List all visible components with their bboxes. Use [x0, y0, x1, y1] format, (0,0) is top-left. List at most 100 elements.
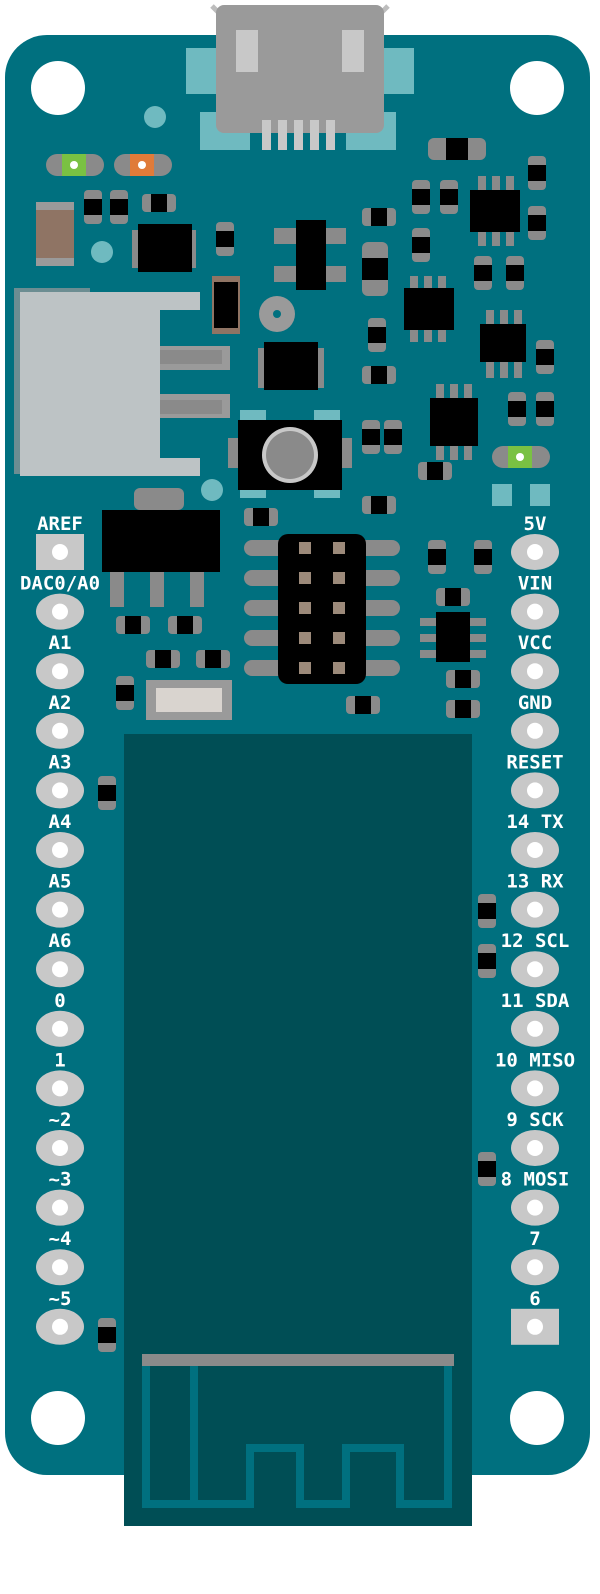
pin-reset: RESET — [506, 751, 564, 809]
pin-label: 14 TX — [506, 811, 564, 833]
antenna-trace — [142, 1366, 452, 1508]
pin-a3: A3 — [36, 751, 84, 809]
pin-0: 0 — [36, 990, 84, 1047]
pin-hole — [52, 1259, 68, 1276]
pin-hole — [527, 603, 543, 620]
pin-label: ~3 — [49, 1169, 72, 1191]
pin-label: A3 — [49, 751, 72, 773]
pin-hole — [52, 782, 68, 799]
pin-a1: A1 — [36, 632, 84, 690]
pin-label: 7 — [529, 1228, 540, 1250]
ic-chips — [132, 176, 526, 662]
pin-hole — [527, 722, 543, 739]
pin-hole — [52, 842, 68, 858]
pin-3: ~3 — [36, 1169, 84, 1226]
pin-label: A5 — [49, 871, 72, 893]
pin-label: A6 — [49, 930, 72, 952]
pin-a4: A4 — [36, 811, 84, 868]
pin-hole — [527, 1080, 543, 1097]
pin-dac0-a0: DAC0/A0 — [20, 573, 100, 630]
pin-label: 9 SCK — [506, 1109, 564, 1131]
pin-label: ~2 — [49, 1109, 72, 1131]
pin-label: RESET — [506, 751, 563, 773]
pin-hole — [527, 663, 543, 680]
pin-hole — [52, 603, 68, 620]
usb-port — [186, 5, 414, 150]
pin-12-scl: 12 SCL — [501, 930, 570, 988]
pin-10-miso: 10 MISO — [495, 1049, 575, 1107]
pin-14-tx: 14 TX — [506, 811, 564, 868]
pin-label: 1 — [54, 1049, 65, 1071]
pin-label: AREF — [37, 513, 83, 535]
pin-label: ~4 — [49, 1228, 72, 1250]
pin-hole — [527, 842, 543, 858]
small-connector — [146, 680, 232, 720]
pin-a5: A5 — [36, 871, 84, 928]
pin-hole — [52, 1140, 68, 1156]
pin-6: 6 — [511, 1288, 559, 1345]
pin-label: 0 — [54, 990, 65, 1012]
pin-hole — [527, 1199, 543, 1216]
voltage-regulator — [102, 488, 220, 607]
reset-button — [228, 410, 352, 498]
pin-hole — [52, 663, 68, 680]
pin-hole — [527, 544, 543, 560]
pin-8-mosi: 8 MOSI — [501, 1169, 570, 1226]
led-orange — [114, 154, 172, 176]
pin-hole — [52, 544, 68, 560]
pin-hole — [527, 901, 543, 918]
pin-label: 6 — [529, 1288, 540, 1310]
capacitor — [36, 202, 74, 266]
pin-label: 11 SDA — [501, 990, 570, 1012]
pin-a2: A2 — [36, 692, 84, 749]
pin-hole — [52, 901, 68, 918]
pin-hole — [52, 961, 68, 978]
pin-hole — [527, 782, 543, 799]
pin-9-sck: 9 SCK — [506, 1109, 564, 1166]
led-green-power — [46, 154, 104, 176]
smd-components — [84, 138, 554, 1352]
right-pin-header: 5V VIN VCC GND RESET 14 TX 13 RX 12 SCL 11 SDA 10… — [495, 513, 575, 1345]
pin-label: 12 SCL — [501, 930, 570, 952]
pin-label: DAC0/A0 — [20, 573, 100, 595]
pin-label: ~5 — [49, 1288, 72, 1310]
pin-hole — [52, 722, 68, 739]
led-green-status — [492, 446, 550, 468]
pin-5v: 5V — [511, 513, 559, 570]
pin-aref: AREF — [36, 513, 84, 570]
pin-vcc: VCC — [511, 632, 559, 690]
mounting-holes — [31, 61, 564, 1445]
pin-label: 8 MOSI — [501, 1169, 570, 1191]
pin-label: A2 — [49, 692, 72, 714]
pin-label: VIN — [518, 573, 552, 595]
pin-hole — [527, 961, 543, 978]
pin-label: GND — [518, 692, 552, 714]
pin-label: 10 MISO — [495, 1049, 575, 1071]
pin-label: 13 RX — [506, 871, 564, 893]
debug-header — [244, 534, 400, 684]
pin-a6: A6 — [36, 930, 84, 988]
wireless-module — [124, 734, 472, 1526]
pin-label: VCC — [518, 632, 552, 654]
pin-4: ~4 — [36, 1228, 84, 1286]
pin-gnd: GND — [511, 692, 559, 749]
pin-vin: VIN — [511, 573, 559, 630]
pin-label: A1 — [49, 632, 72, 654]
pin-13-rx: 13 RX — [506, 871, 564, 928]
pin-11-sda: 11 SDA — [501, 990, 570, 1047]
pin-hole — [527, 1259, 543, 1276]
pin-hole — [52, 1020, 68, 1037]
pin-2: ~2 — [36, 1109, 84, 1166]
pin-label: A4 — [49, 811, 72, 833]
pin-hole — [527, 1140, 543, 1156]
pin-5: ~5 — [36, 1288, 84, 1345]
pin-hole — [52, 1080, 68, 1097]
pin-hole — [52, 1199, 68, 1216]
pin-hole — [527, 1020, 543, 1037]
battery-connector — [14, 288, 230, 476]
pin-label: 5V — [524, 513, 547, 535]
pin-hole — [52, 1318, 68, 1335]
pin-7: 7 — [511, 1228, 559, 1286]
